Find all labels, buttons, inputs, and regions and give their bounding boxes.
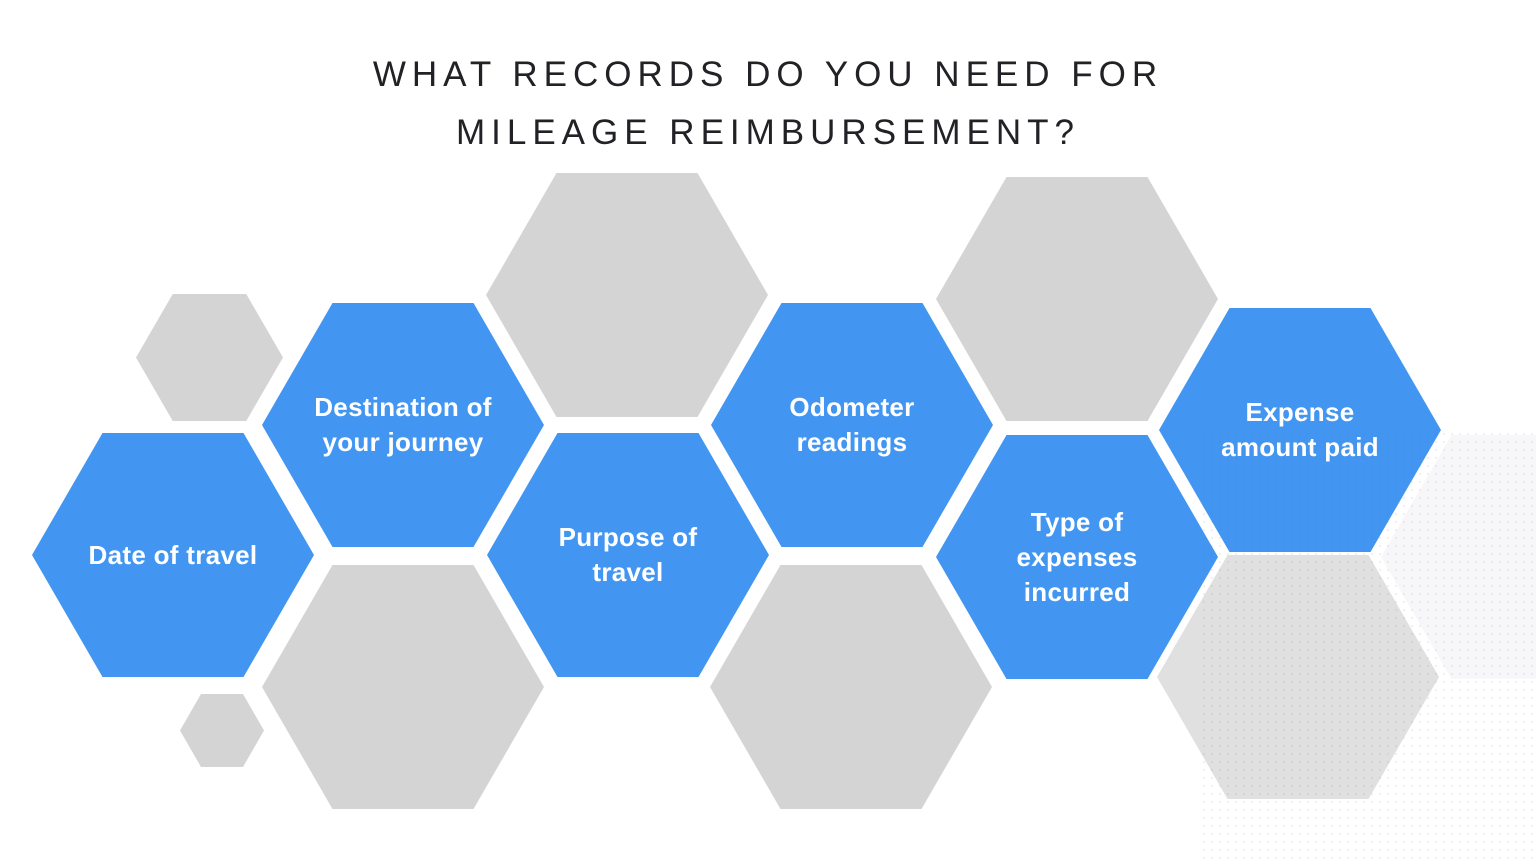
decorative-hexagon-tiny-left — [180, 694, 264, 767]
title-line-1: WHAT RECORDS DO YOU NEED FOR — [372, 55, 1164, 94]
page-title: WHAT RECORDS DO YOU NEED FOR MILEAGE REI… — [0, 46, 1536, 162]
hexagon-type-of-expenses: Type of expenses incurred — [936, 435, 1218, 679]
title-line-2: MILEAGE REIMBURSEMENT? — [455, 113, 1081, 152]
hexagon-destination-of-journey: Destination of your journey — [262, 303, 544, 547]
record-label-expense-amount-paid: Expense amount paid — [1221, 397, 1379, 462]
record-label-destination-of-journey: Destination of your journey — [314, 392, 492, 457]
decorative-hexagon-small-left — [136, 294, 283, 421]
hexagon-date-of-travel: Date of travel — [32, 433, 314, 677]
record-label-date-of-travel: Date of travel — [88, 539, 258, 570]
hexagon-expense-amount-paid: Expense amount paid — [1159, 308, 1441, 552]
decorative-hexagon-top-right — [936, 177, 1218, 421]
decorative-hexagon-bottom-right — [1157, 555, 1439, 799]
hexagon-odometer-readings: Odometer readings — [711, 303, 993, 547]
record-label-odometer-readings: Odometer readings — [789, 392, 915, 457]
decorative-hexagon-top-center — [486, 173, 768, 417]
record-label-purpose-of-travel: Purpose of travel — [558, 522, 698, 587]
record-label-type-of-expenses: Type of expenses incurred — [1016, 506, 1138, 607]
decorative-hexagon-bottom-left — [262, 565, 544, 809]
hexagon-purpose-of-travel: Purpose of travel — [487, 433, 769, 677]
decorative-hexagon-bottom-middle — [710, 565, 992, 809]
